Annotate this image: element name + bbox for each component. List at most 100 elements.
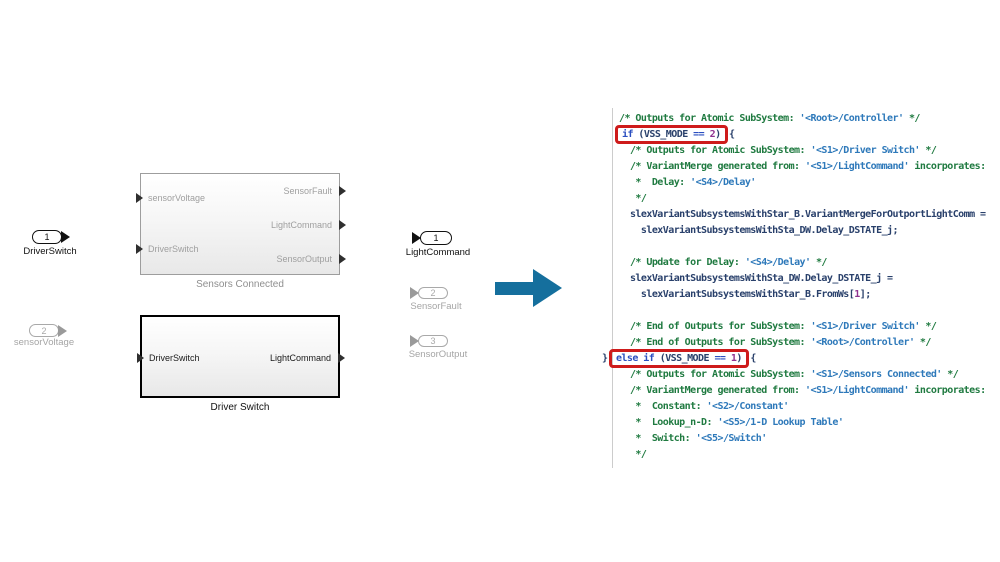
code-line: slexVariantSubsystemsWithStar_B.FromWs[1… bbox=[602, 287, 986, 303]
code-line: } else if (VSS_MODE == 1) { bbox=[602, 349, 986, 368]
outport-sensor-output[interactable]: 3 bbox=[410, 335, 448, 347]
code-token: * Delay: bbox=[619, 177, 691, 188]
code-line: /* VariantMerge generated from: '<S1>/Li… bbox=[602, 383, 986, 399]
code-gutter-line bbox=[612, 108, 613, 468]
code-line: * Switch: '<S5>/Switch' bbox=[602, 431, 986, 447]
port-label: SensorOutput bbox=[276, 254, 332, 264]
code-token: */ bbox=[810, 257, 828, 268]
code-token: '<S1>/Driver Switch' bbox=[810, 321, 920, 332]
code-token: /* Outputs for Atomic SubSystem: bbox=[619, 145, 811, 156]
code-token: == bbox=[693, 129, 705, 140]
output-port-icon bbox=[339, 254, 346, 264]
code-token: ]; bbox=[859, 289, 872, 300]
code-token: '<S1>/LightCommand' bbox=[805, 161, 910, 172]
code-token: */ bbox=[941, 369, 959, 380]
code-line: slexVariantSubsystemsWithStar_B.VariantM… bbox=[602, 207, 986, 223]
inport-number: 2 bbox=[41, 325, 47, 336]
outport-light-command[interactable]: 1 bbox=[412, 231, 452, 245]
code-token: 1 bbox=[730, 353, 737, 364]
code-token: /* Outputs for Atomic SubSystem: bbox=[619, 113, 800, 124]
code-line: /* End of Outputs for SubSystem: '<Root>… bbox=[602, 335, 986, 351]
code-token: { bbox=[723, 129, 735, 140]
code-token: */ bbox=[619, 449, 647, 460]
code-token: ) bbox=[715, 129, 721, 140]
input-port-icon bbox=[136, 244, 143, 254]
code-token: else if bbox=[615, 353, 655, 364]
outport-label: LightCommand bbox=[405, 247, 471, 258]
code-token: { bbox=[744, 353, 756, 364]
code-token: slexVariantSubsystemsWithSta_DW.Delay_DS… bbox=[619, 273, 893, 284]
code-token: slexVariantSubsystemsWithSta_DW.Delay_DS… bbox=[619, 225, 899, 236]
code-line: /* Update for Delay: '<S4>/Delay' */ bbox=[602, 255, 986, 271]
outport-label: SensorOutput bbox=[408, 349, 468, 360]
code-line: */ bbox=[602, 191, 986, 207]
code-token: '<S1>/Driver Switch' bbox=[810, 145, 920, 156]
code-token: */ bbox=[919, 145, 937, 156]
highlight-box: else if (VSS_MODE == 1) bbox=[608, 349, 749, 368]
code-token: slexVariantSubsystemsWithStar_B.FromWs[ bbox=[619, 289, 855, 300]
port-label: SensorFault bbox=[283, 186, 332, 196]
code-token: * Constant: bbox=[619, 401, 707, 412]
port-label: DriverSwitch bbox=[149, 353, 200, 363]
port-label: LightCommand bbox=[269, 353, 331, 363]
code-line: /* Outputs for Atomic SubSystem: '<S1>/S… bbox=[602, 367, 986, 383]
code-line bbox=[602, 239, 986, 255]
code-token: '<S5>/1-D Lookup Table' bbox=[717, 417, 844, 428]
code-token: 1 bbox=[854, 289, 860, 300]
code-token: '<Root>/Controller' bbox=[799, 113, 905, 124]
outport-sensor-fault[interactable]: 2 bbox=[410, 287, 448, 299]
code-line: /* End of Outputs for SubSystem: '<S1>/D… bbox=[602, 319, 986, 335]
code-token: */ bbox=[919, 321, 937, 332]
code-token: '<S4>/Delay' bbox=[690, 177, 756, 188]
inport-label: DriverSwitch bbox=[23, 246, 77, 257]
code-line: slexVariantSubsystemsWithSta_DW.Delay_DS… bbox=[602, 271, 986, 287]
code-line bbox=[602, 303, 986, 319]
code-token: */ bbox=[903, 113, 921, 124]
subsystem-sensors-connected[interactable]: sensorVoltage DriverSwitch SensorFault L… bbox=[136, 173, 346, 275]
port-arrow-icon bbox=[412, 232, 421, 244]
code-token: incorporates: bbox=[908, 161, 986, 172]
subsystem-name: Sensors Connected bbox=[196, 279, 284, 290]
code-token: /* VariantMerge generated from: bbox=[619, 161, 805, 172]
outport-number: 1 bbox=[433, 233, 439, 243]
code-token: '<S2>/Constant' bbox=[706, 401, 790, 412]
code-token: incorporates: bbox=[908, 385, 986, 396]
outport-label: SensorFault bbox=[410, 301, 462, 312]
port-arrow-icon bbox=[410, 335, 419, 347]
code-line: */ bbox=[602, 447, 986, 463]
code-token: /* Outputs for Atomic SubSystem: bbox=[619, 369, 811, 380]
inport-label: sensorVoltage bbox=[13, 337, 75, 348]
code-token: ) bbox=[736, 353, 742, 364]
port-arrow-icon bbox=[410, 287, 419, 299]
code-token: (VSS_MODE bbox=[654, 353, 715, 364]
outport-number: 2 bbox=[430, 288, 436, 298]
code-token: */ bbox=[914, 337, 932, 348]
code-token: == bbox=[714, 353, 726, 364]
code-token: if bbox=[622, 129, 634, 140]
code-token: '<S4>/Delay' bbox=[744, 257, 811, 268]
code-line: slexVariantSubsystemsWithSta_DW.Delay_DS… bbox=[602, 223, 986, 239]
inport-sensor-voltage[interactable]: 2 bbox=[29, 324, 67, 337]
code-token: * Lookup_n-D: bbox=[619, 417, 718, 428]
code-token: /* End of Outputs for SubSystem: bbox=[619, 321, 811, 332]
code-token: /* End of Outputs for SubSystem: bbox=[619, 337, 811, 348]
code-line: * Lookup_n-D: '<S5>/1-D Lookup Table' bbox=[602, 415, 986, 431]
code-line: * Delay: '<S4>/Delay' bbox=[602, 175, 986, 191]
output-port-icon bbox=[338, 353, 345, 363]
code-token: '<S1>/LightCommand' bbox=[805, 385, 910, 396]
code-token: */ bbox=[619, 193, 647, 204]
code-line: * Constant: '<S2>/Constant' bbox=[602, 399, 986, 415]
subsystem-driver-switch[interactable]: DriverSwitch LightCommand bbox=[137, 315, 345, 398]
code-token: /* Update for Delay: bbox=[619, 257, 745, 268]
code-token: 2 bbox=[709, 129, 716, 140]
output-port-icon bbox=[339, 220, 346, 230]
code-line: /* Outputs for Atomic SubSystem: '<Root>… bbox=[602, 111, 986, 127]
port-label: sensorVoltage bbox=[148, 193, 206, 203]
code-token: '<S1>/Sensors Connected' bbox=[810, 369, 942, 380]
inport-driver-switch[interactable]: 1 bbox=[32, 230, 70, 244]
code-token: /* VariantMerge generated from: bbox=[619, 385, 805, 396]
code-block: /* Outputs for Atomic SubSystem: '<Root>… bbox=[602, 111, 986, 463]
code-token: '<Root>/Controller' bbox=[810, 337, 915, 348]
port-arrow-icon bbox=[61, 231, 70, 243]
